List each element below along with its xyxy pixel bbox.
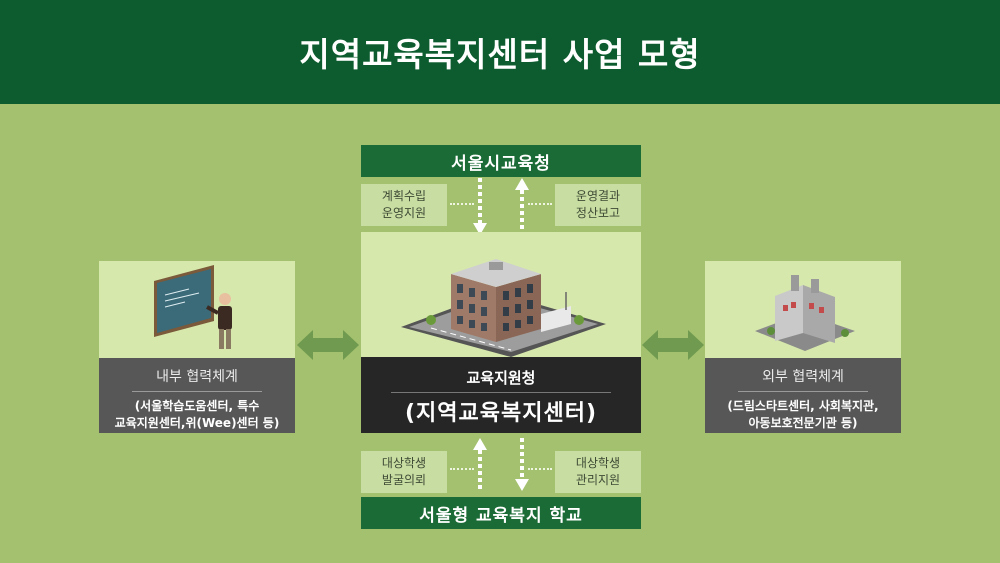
right-image-panel [705,261,901,358]
center-separator [391,392,611,393]
up-arrow-icon [473,438,487,492]
down-arrow-icon [473,178,487,235]
bottom-org-label: 서울형 교육복지 학교 [419,505,583,526]
top-left-label-line1: 계획수립 [381,189,427,203]
center-image-panel [361,232,641,357]
header-banner: 지역교육복지센터 사업 모형 [0,0,1000,104]
top-arrows [473,178,529,236]
teacher-blackboard-icon [154,265,232,349]
factory-facility-icon [755,275,855,351]
page-title: 지역교육복지센터 사업 모형 [299,35,701,74]
internal-cooperation-separator [132,391,262,392]
office-building-icon [401,259,606,357]
left-image-panel [99,261,295,358]
bottom-right-label: 대상학생 관리지원 [555,451,641,493]
bottom-arrows [473,438,529,492]
left-double-arrow-icon [297,330,359,360]
external-cooperation-separator [738,391,868,392]
down-arrow-icon [515,438,529,491]
bottom-org-bar: 서울형 교육복지 학교 [361,497,641,529]
internal-cooperation-box: 내부 협력체계 (서울학습도움센터, 특수 교육지원센터,위(Wee)센터 등) [99,358,295,433]
center-org-box: 교육지원청 (지역교육복지센터) [361,357,641,433]
top-left-dotted-leader [450,203,474,205]
external-cooperation-desc-line1: (드림스타트센터, 사회복지관, [727,399,879,413]
bottom-left-label-line1: 대상학생 [381,456,427,470]
top-left-label-line2: 운영지원 [381,206,427,220]
right-double-arrow-icon [642,330,704,360]
top-right-label-line2: 정산보고 [575,206,621,220]
top-left-label: 계획수립 운영지원 [361,184,447,226]
bottom-right-dotted-leader [528,468,552,470]
external-cooperation-box: 외부 협력체계 (드림스타트센터, 사회복지관, 아동보호전문기관 등) [705,358,901,433]
top-right-label-line1: 운영결과 [575,189,621,203]
external-cooperation-desc-line2: 아동보호전문기관 등) [748,416,858,430]
internal-cooperation-desc-line1: (서울학습도움센터, 특수 [134,399,260,413]
bottom-left-dotted-leader [450,468,474,470]
center-org-subtitle: (지역교육복지센터) [404,401,598,426]
top-right-dotted-leader [528,203,552,205]
bottom-right-label-line2: 관리지원 [575,473,621,487]
top-org-label: 서울시교육청 [451,153,551,174]
bottom-right-label-line1: 대상학생 [575,456,621,470]
top-org-bar: 서울시교육청 [361,145,641,177]
internal-cooperation-title: 내부 협력체계 [156,369,238,385]
bottom-left-label-line2: 발굴의뢰 [381,473,427,487]
bottom-left-label: 대상학생 발굴의뢰 [361,451,447,493]
up-arrow-icon [515,178,529,236]
center-org-name: 교육지원청 [466,369,536,387]
top-right-label: 운영결과 정산보고 [555,184,641,226]
internal-cooperation-desc-line2: 교육지원센터,위(Wee)센터 등) [114,416,280,430]
external-cooperation-title: 외부 협력체계 [762,369,844,385]
